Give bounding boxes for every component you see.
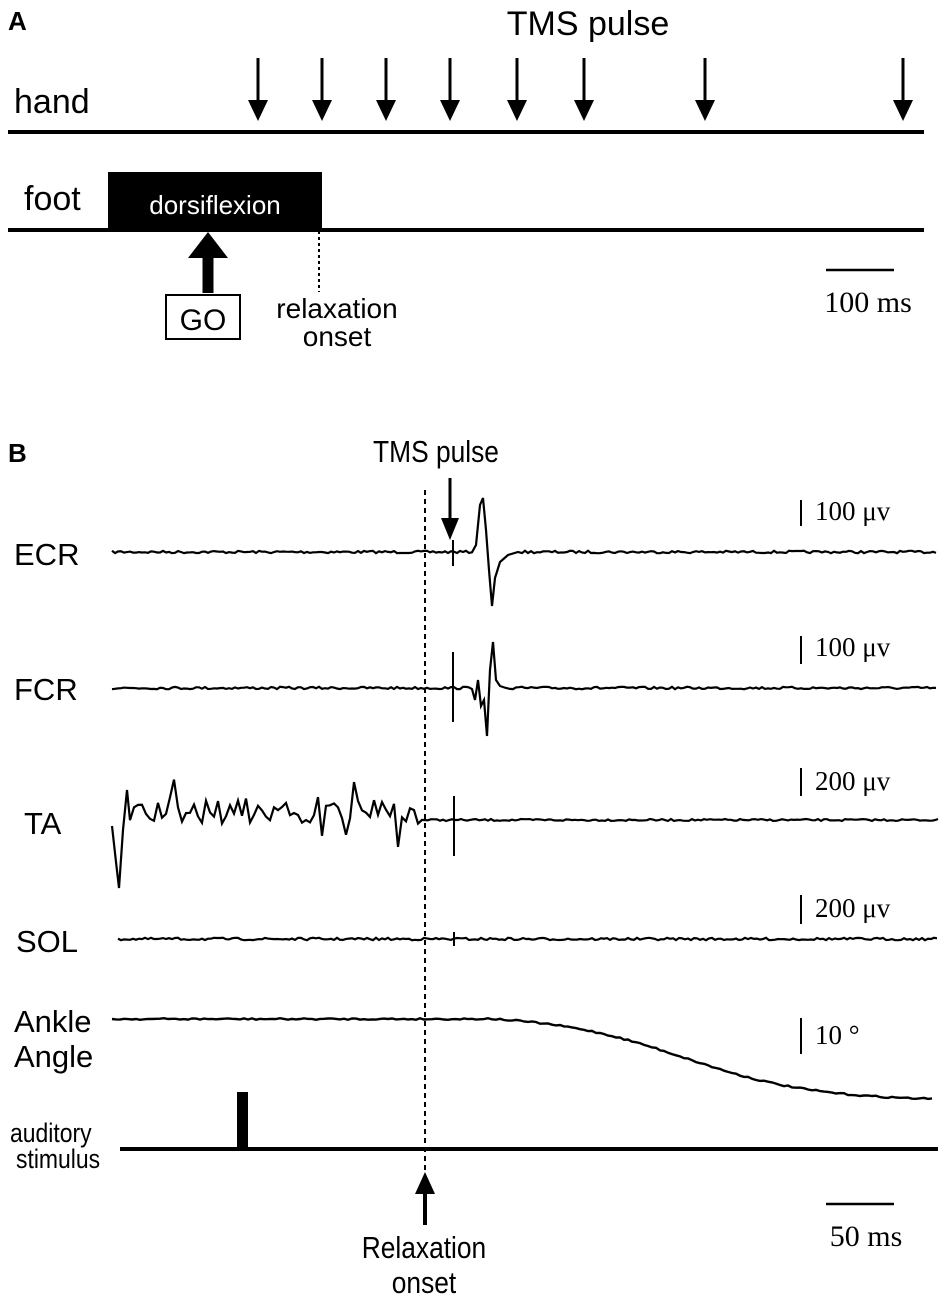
panel-b-tms-arrow-head [441,518,459,540]
ta-label: TA [24,806,62,841]
ta-scale-label: 200 μv [815,766,891,796]
sol-scale-label: 200 μv [815,893,891,923]
ecr-scale-label: 100 μv [815,496,891,526]
tms-pulse-arrowhead-1 [248,100,268,121]
panel-b-letter: B [8,438,27,468]
ankle-label-1: Ankle [14,1004,92,1039]
go-arrow-head [188,232,228,258]
panel-b-relaxation-label-2: onset [392,1266,456,1300]
foot-label: foot [24,180,81,218]
tms-pulse-arrowhead-5 [507,100,527,121]
sol-trace [117,936,938,942]
panel-a-relaxation-label-1: relaxation [276,293,397,324]
auditory-label-2: stimulus [16,1144,100,1174]
panel-a-relaxation-label-2: onset [303,321,372,352]
panel-a-tms-label: TMS pulse [507,5,670,43]
fcr-label: FCR [14,672,78,707]
fcr-scale-label: 100 μv [815,632,891,662]
tms-pulse-arrows [248,58,913,121]
ankle-label-2: Angle [14,1039,93,1074]
auditory-label-1: auditory [10,1118,92,1148]
ta-trace [110,779,939,889]
hand-label: hand [14,83,90,121]
auditory-stimulus-marker [237,1092,248,1150]
fcr-trace [111,641,937,737]
tms-pulse-arrowhead-7 [695,100,715,121]
relaxation-arrow-head [415,1172,435,1194]
panel-b-tms-label: TMS pulse [373,435,499,469]
dorsiflexion-label: dorsiflexion [149,190,281,220]
go-box [165,294,241,340]
dorsiflexion-block [108,172,322,229]
panel-a-letter: A [8,6,27,36]
panel-a-scale-label: 100 ms [824,286,912,319]
tms-pulse-arrowhead-3 [376,100,396,121]
tms-pulse-arrowhead-6 [574,100,594,121]
go-label: GO [180,304,227,337]
tms-pulse-arrowhead-2 [312,100,332,121]
ankle-scale-label: 10 ° [815,1020,860,1050]
panel-b-scale-label: 50 ms [830,1220,903,1253]
ecr-trace [111,497,937,607]
tms-pulse-arrowhead-8 [893,100,913,121]
sol-label: SOL [16,924,78,959]
ecr-label: ECR [14,537,79,572]
tms-pulse-arrowhead-4 [440,100,460,121]
panel-b-relaxation-label-1: Relaxation [362,1231,486,1265]
ankle-angle-trace [111,1016,933,1101]
